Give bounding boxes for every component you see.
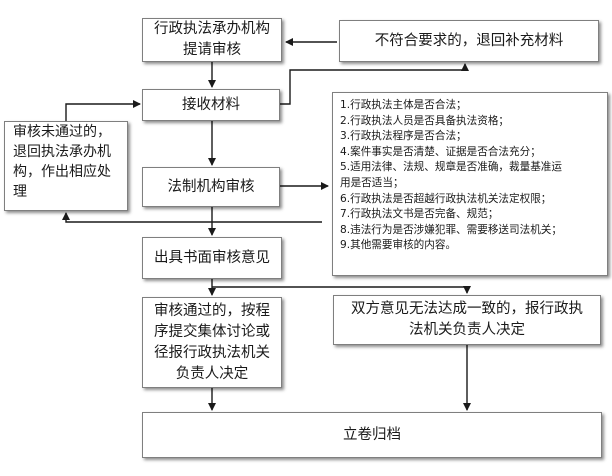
disagree-box: 双方意见无法达成一致的，报行政执 法机关负责人决定 bbox=[333, 295, 601, 345]
criteria-item: 4.案件事实是否清楚、证据是否合法充分； bbox=[340, 145, 541, 158]
criteria-item: 1.行政执法主体是否合法； bbox=[340, 99, 467, 111]
reject-supplement-text: 不符合要求的，退回补充材料 bbox=[374, 32, 564, 49]
criteria-item: 5.适用法律、法规、规章是否准确，裁量基准运 bbox=[340, 161, 562, 174]
disagree-line-1: 双方意见无法达成一致的，报行政执 bbox=[351, 301, 583, 317]
review-fail-line-2: 退回执法承办机 bbox=[13, 144, 111, 160]
criteria-item: 3.行政执法程序是否合法； bbox=[340, 130, 467, 143]
reject-supplement-box: 不符合要求的，退回补充材料 bbox=[339, 20, 599, 62]
submit-box: 行政执法承办机构 提请审核 bbox=[142, 18, 282, 62]
criteria-item: 6.行政执法是否超越行政执法机关法定权限； bbox=[340, 192, 552, 205]
archive-text: 立卷归档 bbox=[343, 426, 401, 443]
written-opinion-text: 出具书面审核意见 bbox=[154, 249, 270, 266]
arrow-review-fail-to-receive bbox=[65, 100, 141, 121]
arrow-opinion-to-review-fail bbox=[62, 212, 322, 223]
submit-line-2: 提请审核 bbox=[183, 42, 241, 58]
review-fail-box: 审核未通过的， 退回执法承办机 构，作出相应处 理 bbox=[4, 121, 128, 211]
arrow-opinion-branch bbox=[212, 286, 471, 294]
legal-review-box: 法制机构审核 bbox=[142, 167, 280, 207]
criteria-item: 8.违法行为是否涉嫌犯罪、需要移送司法机关； bbox=[340, 223, 562, 236]
criteria-item: 2.行政执法人员是否具备执法资格； bbox=[340, 114, 510, 127]
disagree-line-2: 法机关负责人决定 bbox=[409, 322, 525, 338]
arrow-receive-to-reject bbox=[280, 63, 469, 105]
receive-text: 接收材料 bbox=[182, 96, 240, 113]
written-opinion-box: 出具书面审核意见 bbox=[142, 237, 282, 279]
review-criteria-box: 1.行政执法主体是否合法； 2.行政执法人员是否具备执法资格； 3.行政执法程序… bbox=[332, 92, 608, 276]
archive-box: 立卷归档 bbox=[142, 412, 602, 458]
pass-line-3: 径报行政执法机关 bbox=[154, 344, 270, 361]
pass-line-2: 序提交集体讨论或 bbox=[154, 323, 270, 340]
pass-line-1: 审核通过的，按程 bbox=[154, 302, 270, 319]
criteria-item: 用是否适当； bbox=[340, 176, 404, 189]
review-fail-line-4: 理 bbox=[13, 184, 27, 200]
legal-review-text: 法制机构审核 bbox=[167, 178, 255, 195]
review-fail-line-1: 审核未通过的， bbox=[13, 124, 111, 140]
criteria-item: 7.行政执法文书是否完备、规范； bbox=[340, 208, 499, 221]
pass-box: 审核通过的，按程 序提交集体讨论或 径报行政执法机关 负责人决定 bbox=[142, 297, 282, 388]
submit-line-1: 行政执法承办机构 bbox=[154, 21, 270, 37]
review-fail-line-3: 构，作出相应处 bbox=[13, 164, 111, 180]
criteria-item: 9.其他需要审核的内容。 bbox=[340, 239, 457, 252]
pass-line-4: 负责人决定 bbox=[175, 365, 249, 382]
receive-box: 接收材料 bbox=[142, 89, 280, 121]
